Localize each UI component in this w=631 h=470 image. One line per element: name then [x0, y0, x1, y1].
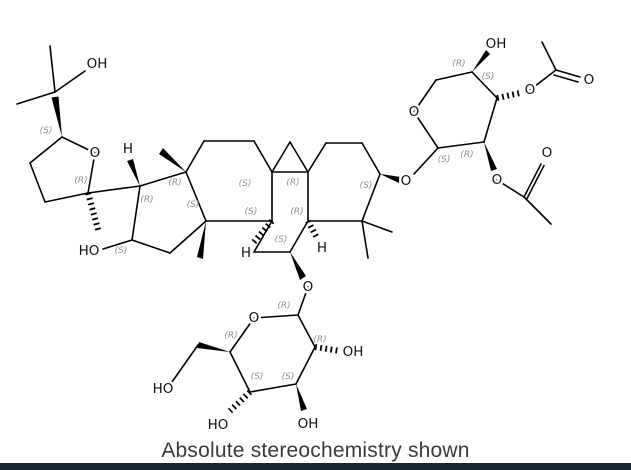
stereo-label-r: (R): [313, 335, 326, 345]
atom-label-o: O: [90, 145, 101, 161]
atom-label-o: O: [249, 310, 260, 326]
stereo-label-r: (R): [452, 59, 465, 69]
atom-label-o: O: [542, 145, 553, 161]
stereo-label-r: (R): [74, 176, 87, 186]
stereo-label-r: (R): [140, 195, 153, 205]
atom-label-ho: HO: [79, 243, 100, 259]
atom-label-o: O: [409, 104, 420, 120]
stereo-label-r: (R): [460, 150, 473, 160]
atom-label-ho: HO: [153, 381, 174, 397]
atom-label-o: O: [303, 279, 314, 295]
atom-label-h: H: [123, 141, 133, 157]
stereo-label-r: (R): [277, 301, 290, 311]
stereo-label-s: (S): [282, 372, 295, 382]
stereo-label-r: (R): [290, 207, 303, 217]
atom-label-h: H: [317, 240, 327, 256]
stereo-label-s: (S): [275, 235, 288, 245]
atom-label-o: O: [525, 82, 536, 98]
stereo-label-s: (S): [251, 372, 264, 382]
stereo-label-s: (S): [115, 246, 128, 256]
stereo-labels: (S) (R) (R) (S) (R) (S) (S) (S) (R) (R) …: [40, 59, 495, 382]
atom-label-o: O: [401, 173, 412, 189]
molecule-drawing: OH O HO H H H O O OH O O O O O O OH OH H…: [16, 34, 597, 436]
stereo-label-r: (R): [224, 331, 237, 341]
stereo-label-s: (S): [360, 181, 373, 191]
atom-label-oh: OH: [343, 344, 364, 360]
atom-label-oh: OH: [486, 36, 507, 52]
atom-label-o: O: [492, 172, 503, 188]
stereo-label-s: (S): [438, 155, 451, 165]
stereo-label-r: (R): [286, 178, 299, 188]
atom-label-oh: OH: [298, 416, 319, 432]
stereo-label-s: (S): [482, 72, 495, 82]
stereo-label-s: (S): [245, 207, 258, 217]
atom-label-oh: OH: [87, 56, 108, 72]
caption-text: Absolute stereochemistry shown: [161, 439, 470, 462]
wedge-bonds: [51, 50, 497, 411]
atom-label-h: H: [241, 245, 251, 261]
stereo-label-s: (S): [40, 126, 53, 136]
window-edge-bar: [0, 463, 631, 470]
stereo-label-r: (R): [168, 178, 181, 188]
bond-skeleton: [16, 41, 581, 393]
atom-label-ho: HO: [208, 417, 229, 433]
stereo-label-s: (S): [239, 179, 252, 189]
atom-labels: OH O HO H H H O O OH O O O O O O OH OH H…: [76, 34, 597, 436]
stereo-label-s: (S): [187, 200, 200, 210]
atom-label-o: O: [584, 72, 595, 88]
hash-bonds: [85, 90, 521, 414]
